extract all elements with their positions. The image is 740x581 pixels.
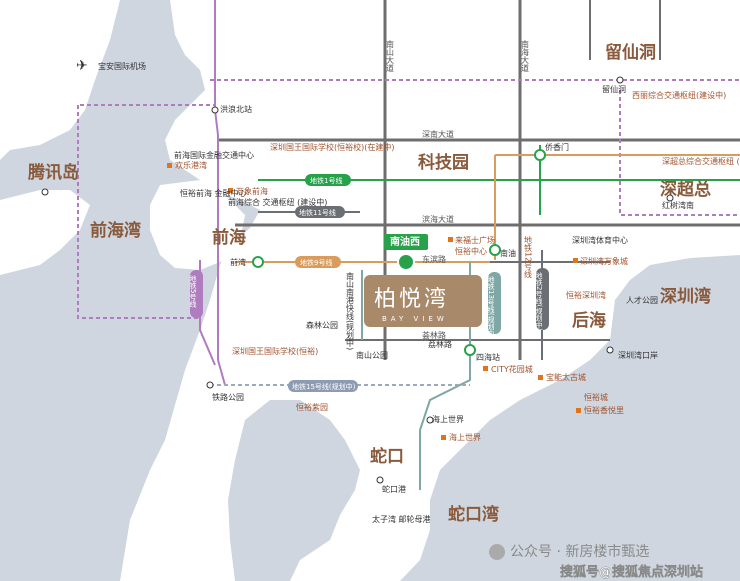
district-shenchaozong: 深超总 [660, 179, 711, 200]
district-liuxiandong: 留仙洞 [605, 42, 656, 63]
road-binhai: 滨海大道 [422, 214, 454, 224]
poi-hengyu-shenwan: 恒裕深圳湾 [566, 290, 606, 300]
line1-label: 地铁1号线 [310, 176, 342, 185]
poi-wanxiang: 万象前海 [236, 186, 268, 196]
jiangnan-label: 南山南港快线(规划中) [346, 271, 355, 350]
road-dongbin: 东滨路 [422, 254, 446, 264]
poi-hengyu-qianhai: 恒裕前海 金融中心 [180, 188, 247, 198]
poi-laifushi: 来福士广场 [455, 235, 495, 245]
project-subtitle: BAY VIEW [382, 315, 448, 323]
station-gangxia: 前湾 [230, 257, 246, 267]
line15-label: 地铁15号线(规划中) [292, 382, 356, 391]
poi-hengyu-mansion: 恒裕紫园 [296, 402, 328, 412]
district-shekou: 蛇口 [370, 446, 404, 467]
station-hongshuwan: 洪浪北站 [220, 104, 252, 114]
poi-hengyu-city: 恒裕城 [584, 392, 608, 402]
land-west [0, 190, 90, 275]
district-shenzhenwan: 深圳湾 [660, 286, 711, 307]
district-shekouwan: 蛇口湾 [448, 504, 499, 525]
poi-city-garden: CITY花园城 [491, 364, 533, 374]
line11-label: 地铁11号线 [299, 208, 336, 217]
station-jingtai: 荔林路 [428, 339, 452, 349]
road-nanhai: 南海大道 [521, 39, 530, 73]
airplane-icon: ✈ [76, 58, 88, 74]
poi-kings-school: 深圳国王国际学校(恒裕) [232, 346, 318, 356]
land-tengxun [0, 0, 120, 160]
watermark-sohu: 搜狐号@搜狐焦点深圳站 [560, 564, 703, 580]
project-name: 柏悦湾 [374, 287, 449, 312]
poi-qianhai-hub: 前海国际金融交通中心 [174, 150, 254, 160]
nanyouxi-station-icon [397, 253, 415, 271]
station-taiziwan: 太子湾 邮轮母港 [372, 514, 431, 524]
line-label-badges [190, 174, 549, 392]
nanyouxi-badge [384, 234, 428, 250]
station-shenwan-kou: 深圳湾口岸 [618, 350, 658, 360]
road-nanshan: 南山大道 [386, 39, 395, 73]
road-jinghai: 荟林路 [422, 330, 446, 340]
station-qiaoxiang: 侨香门 [545, 142, 569, 152]
airport-label: 宝安国际机场 [98, 61, 146, 71]
station-shekougang: 蛇口港 [382, 484, 406, 494]
watermark-wechat: 公众号 · 新房楼市甄选 [510, 543, 649, 560]
line13-label: 地铁13号线(规划中) [487, 275, 495, 339]
poi-shenwan-culture: 深圳湾体育中心 [572, 235, 628, 245]
district-qianhaiwan: 前海湾 [90, 220, 141, 241]
poi-xili-transport: 西丽综合交通枢纽(建设中) [632, 90, 726, 100]
district-qianhai: 前海 [212, 227, 246, 248]
road-shennan: 深南大道 [422, 129, 454, 139]
land-qianhai [150, 180, 245, 270]
poi-huanle: 欢乐港湾 [175, 160, 207, 170]
poi-nanshan-park: 南山公园 [356, 350, 388, 360]
line2-label: 地铁2号线(规划中) [535, 271, 543, 331]
poi-sea-world: 海上世界 [449, 432, 481, 442]
district-kejiyuan: 科技园 [418, 152, 469, 173]
project-badge[interactable] [364, 275, 482, 327]
poi-hengyu-center: 恒裕中心 [455, 246, 487, 256]
poi-nanyouxi: 南油西 [390, 235, 420, 248]
district-houhai: 后海 [572, 310, 606, 331]
poi-shenzhen-school: 深圳国王国际学校(恒裕校)(在建中) [270, 142, 394, 152]
station-sihai: 四海站 [476, 352, 500, 362]
station-nanhai-world: 海上世界 [432, 414, 464, 424]
station-nanyou: 南油 [500, 248, 516, 258]
wechat-icon [489, 544, 505, 560]
poi-rencai: 人才公园 [626, 295, 658, 305]
poi-senlin: 森林公园 [306, 320, 338, 330]
poi-markers [167, 163, 581, 440]
line12-label: 地铁12号线 [524, 235, 533, 278]
line9-label: 地铁9号线 [300, 258, 332, 267]
station-hongshuwan-s: 红树湾南 [662, 200, 694, 210]
poi-qianhai-transport: 前海综合 交通枢纽 (建设中) [228, 197, 327, 207]
poi-baoneng: 宝能太古城 [546, 372, 586, 382]
poi-shenwan-wanxiang: 深圳湾万象城 [580, 256, 628, 266]
poi-hengyu-xiangyue: 恒裕香悦里 [584, 405, 624, 415]
station-tieluo: 铁路公园 [212, 392, 244, 402]
station-liuxian: 留仙洞 [602, 84, 626, 94]
station-markers [41, 76, 674, 484]
district-tengxundao: 腾讯岛 [28, 162, 79, 183]
poi-shenchao-transport: 深超总综合交通枢纽 (建设中) [662, 156, 740, 166]
line5-label: 地铁5号线 [189, 274, 197, 307]
